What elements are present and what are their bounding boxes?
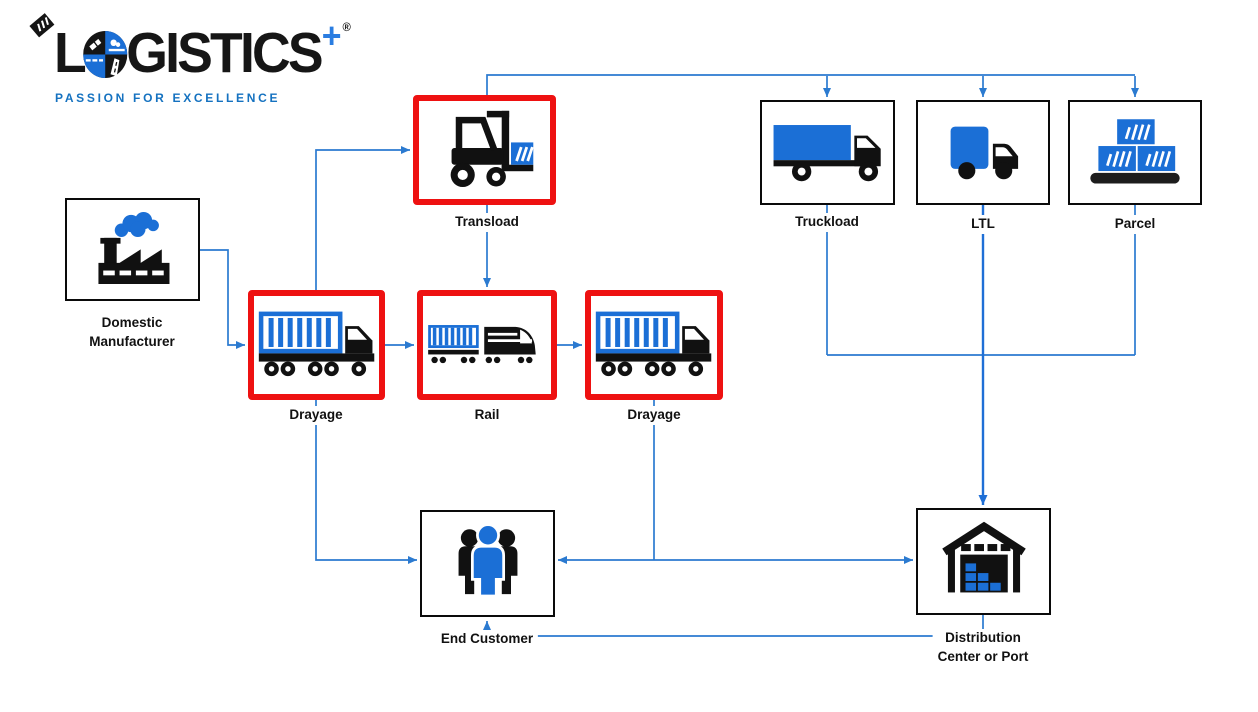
logistics-plus-logo: L GISTICS + ® PASS	[28, 8, 370, 105]
node-label-ltl: LTL	[966, 215, 1000, 234]
factory-icon	[85, 209, 181, 291]
node-drayage-1	[248, 290, 385, 400]
node-label-truckload: Truckload	[790, 213, 864, 232]
node-label-parcel: Parcel	[1109, 215, 1161, 234]
warehouse-icon	[940, 519, 1028, 604]
node-drayage-2	[585, 290, 723, 400]
registered-mark: ®	[342, 20, 351, 34]
node-label-domestic-manufacturer: Domestic Manufacturer	[84, 314, 180, 352]
truck-icon	[770, 118, 886, 188]
logo-letter-l: L	[54, 21, 87, 85]
node-label-drayage-2: Drayage	[622, 406, 686, 425]
node-rail	[417, 290, 557, 400]
node-label-drayage-1: Drayage	[284, 406, 348, 425]
node-label-distribution-center: Distribution Center or Port	[932, 629, 1034, 667]
node-label-end-customer: End Customer	[435, 630, 539, 649]
node-ltl	[916, 100, 1050, 205]
people-icon	[442, 522, 534, 605]
logo-wordmark: L GISTICS + ®	[54, 18, 351, 85]
logo-letters-gistics: GISTICS	[126, 21, 323, 85]
node-truckload	[760, 100, 895, 205]
node-label-rail: Rail	[469, 406, 505, 425]
node-transload	[413, 95, 556, 205]
globe-icon	[82, 31, 128, 83]
container-truck-icon	[594, 306, 714, 384]
node-domestic-manufacturer	[65, 198, 200, 301]
node-distribution-center	[916, 508, 1051, 615]
node-label-transload: Transload	[450, 213, 524, 232]
delivery-van-icon	[938, 114, 1028, 191]
parcel-diamond-icon	[28, 10, 58, 45]
node-end-customer	[420, 510, 555, 617]
parcel-pallet-icon	[1085, 112, 1185, 194]
node-parcel	[1068, 100, 1202, 205]
forklift-icon	[433, 105, 537, 196]
freight-train-icon	[426, 314, 548, 376]
logo-plus: +	[321, 15, 342, 56]
container-truck-icon	[257, 306, 377, 384]
logo-tagline: PASSION FOR EXCELLENCE	[55, 91, 281, 105]
